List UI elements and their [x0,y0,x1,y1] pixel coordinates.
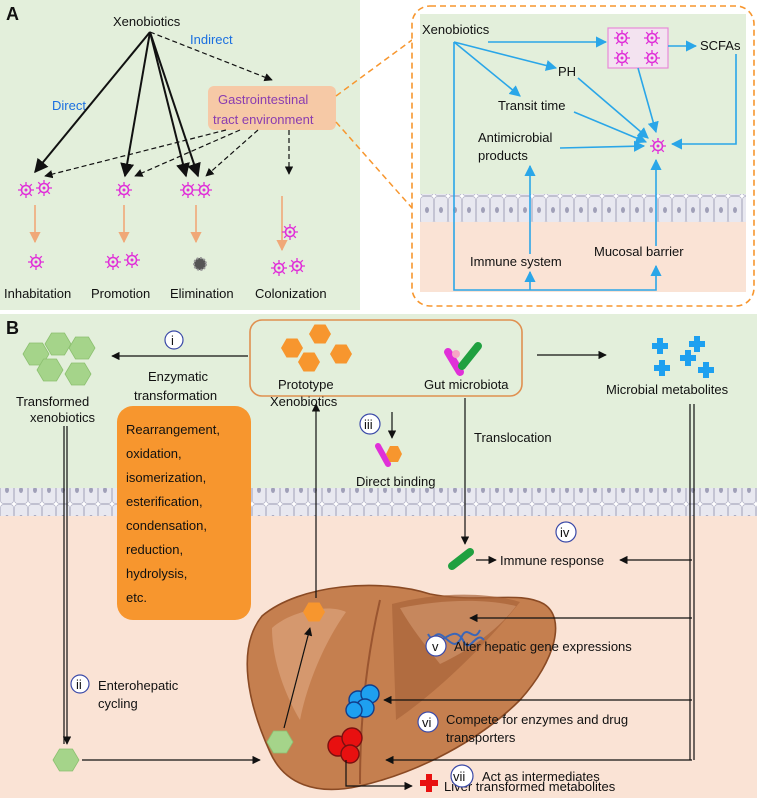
enterohepatic-label-line2: cycling [98,696,138,711]
transit-time-label: Transit time [498,98,565,113]
step-vii-badge [450,764,474,788]
reaction-item: esterification, [126,494,203,509]
liver-metabolite-cross-icon [420,774,438,792]
reaction-item: reduction, [126,542,183,557]
direct-arrow-elimination-1 [149,31,190,178]
promotion-microbes [104,181,141,271]
indirect-label: Indirect [190,32,233,47]
immune-response-label: Immune response [500,553,604,568]
enzyme-blob-icon [345,684,380,719]
transformed-label-line1: Transformed [16,394,89,409]
reaction-item: etc. [126,590,147,605]
step-i-label: i [171,333,174,348]
microbial-metabolites-label: Microbial metabolites [606,382,729,397]
reaction-item: hydrolysis, [126,566,187,581]
reaction-item: isomerization, [126,470,206,485]
step-iv-label: iv [560,525,570,540]
enzymatic-label-line2: transformation [134,388,217,403]
arrow-recycled-up [283,627,313,729]
direct-label: Direct [52,98,86,113]
reactions-list: Rearrangement, oxidation, isomerization,… [126,422,220,605]
transformed-label-line2: xenobiotics [30,410,96,425]
microbe-community-box [607,27,669,69]
zoom-xenobiotics-label: Xenobiotics [422,22,490,37]
gi-environment-box [208,86,336,130]
elimination-microbes [179,181,213,271]
outcome-inhabitation: Inhabitation [4,286,71,301]
gi-arrow-elimination [205,129,259,177]
reaction-item: Rearrangement, [126,422,220,437]
gi-arrow-promotion [134,129,241,177]
arrow-liver-metabolites [345,760,413,791]
step-i-badge [164,330,184,350]
panel-a-xenobiotics-label: Xenobiotics [113,14,181,29]
immune-system-label: Immune system [470,254,562,269]
zoom-connector-top [335,39,413,97]
colonization-microbes [270,196,306,277]
step-v-badge [425,635,447,657]
translocation-label: Translocation [474,430,552,445]
panel-b-lumen [0,314,757,488]
step-ii-badge [70,674,90,694]
step-vi-label: vi [422,715,432,730]
intermediate-blob-icon [327,727,363,764]
gut-microbiota-icon [444,342,482,376]
gut-microbiota-label: Gut microbiota [424,377,509,392]
direct-arrow-elimination-2 [149,31,201,178]
step-iv-badge [555,521,577,543]
gi-environment-label-line2: tract environment [213,112,314,127]
direct-arrow-promotion [120,31,151,178]
zoom-panel-epithelium [420,194,746,222]
step-vi-badge [417,711,439,733]
compete-label-line1: Compete for enzymes and drug [446,712,628,727]
outcome-colonization: Colonization [255,286,327,301]
compete-label-line2: transporters [446,730,516,745]
prototype-label-line2: Xenobiotics [270,394,338,409]
antimicrobial-label-line2: products [478,148,528,163]
zoom-arrows [453,36,737,291]
prototype-microbiota-box [249,319,523,397]
outcome-elimination: Elimination [170,286,234,301]
enterohepatic-label-line1: Enterohepatic [98,678,179,693]
direct-arrow-inhabitation [34,31,151,174]
liver-transformed-label: Liver transformed metabolites [444,779,616,794]
panel-b-epithelium [0,488,757,516]
enzymatic-label-line1: Enzymatic [148,369,208,384]
antimicrobial-label-line1: Antimicrobial [478,130,553,145]
dead-microbe-icon [193,257,207,271]
prototype-label-line1: Prototype [278,377,334,392]
reaction-item: condensation, [126,518,207,533]
panel-a-label: A [6,4,19,24]
inhabitation-microbes [17,179,53,271]
step-vii-label: vii [453,769,465,784]
indirect-arrow [149,31,273,82]
panel-b-label: B [6,318,19,338]
ph-label: PH [558,64,576,79]
zoom-panel-tissue [420,222,746,292]
step-iii-badge [359,413,381,435]
step-iii-label: iii [364,417,373,432]
gi-environment-label-line1: Gastrointestinal [218,92,308,107]
zoom-connector-bottom [335,121,413,209]
mucosal-barrier-label: Mucosal barrier [594,244,684,259]
translocated-microbe-icon [448,548,474,570]
target-microbe [649,137,667,155]
step-ii-label: ii [76,677,82,692]
direct-binding-icon [375,443,402,467]
reaction-item: oxidation, [126,446,182,461]
reactions-box [117,406,251,620]
act-intermediates-label: Act as intermediates [482,769,600,784]
zoom-panel-lumen [420,14,746,194]
alter-hepatic-label: Alter hepatic gene expressions [454,639,632,654]
outcome-promotion: Promotion [91,286,150,301]
scfas-label: SCFAs [700,38,741,53]
step-v-label: v [432,639,439,654]
gi-arrow-inhabitation [44,129,227,179]
direct-binding-label: Direct binding [356,474,436,489]
